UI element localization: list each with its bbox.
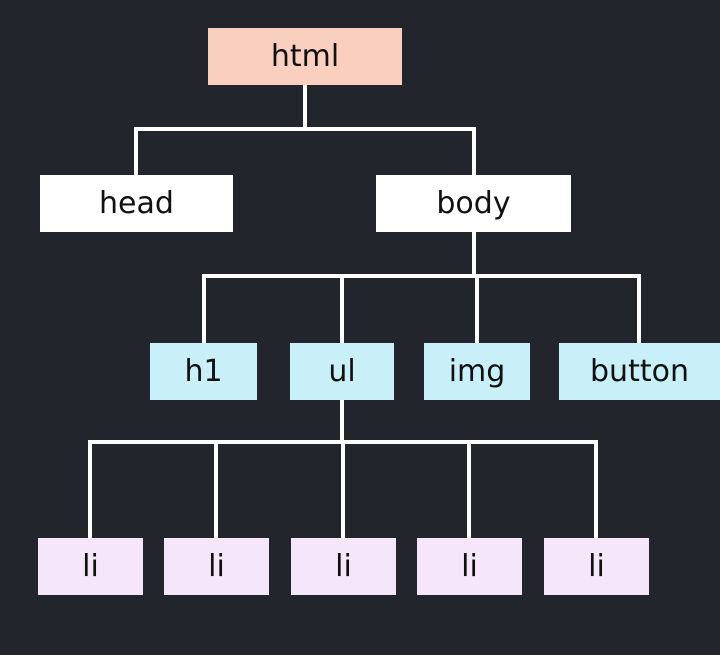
node-h1: h1	[150, 343, 257, 400]
node-li-1: li	[38, 538, 143, 595]
node-li-5: li	[544, 538, 649, 595]
node-img: img	[424, 343, 530, 400]
node-ul: ul	[290, 343, 394, 400]
node-button: button	[559, 343, 720, 400]
node-li-2: li	[164, 538, 269, 595]
node-head: head	[40, 175, 233, 232]
node-html: html	[208, 28, 402, 85]
node-li-3: li	[291, 538, 396, 595]
node-body: body	[376, 175, 571, 232]
node-li-4: li	[417, 538, 522, 595]
